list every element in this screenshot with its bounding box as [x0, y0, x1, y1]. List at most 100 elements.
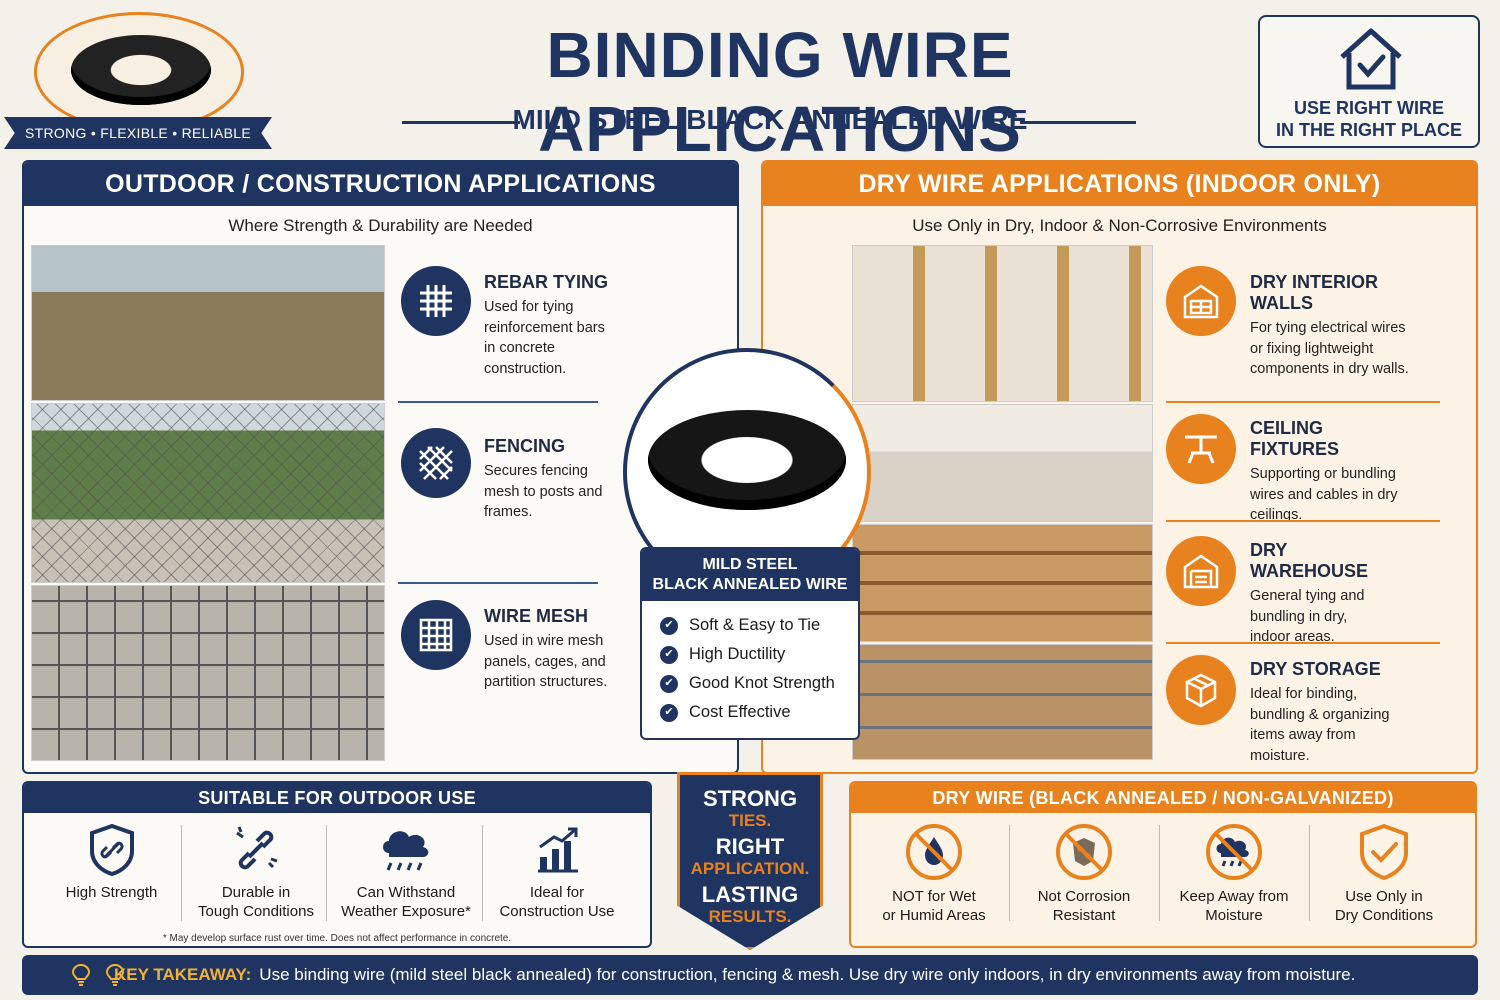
- wire-coil-image: [71, 35, 211, 105]
- feature-line1: High Strength: [65, 884, 158, 901]
- dry-wire-heading: DRY WIRE (BLACK ANNEALED / NON-GALVANIZE…: [851, 783, 1475, 813]
- separator: [1009, 825, 1010, 921]
- dry-wire-panel: DRY WIRE (BLACK ANNEALED / NON-GALVANIZE…: [849, 781, 1477, 948]
- app-title: DRY INTERIOR WALLS: [1250, 272, 1379, 313]
- feature-label: High Ductility: [689, 645, 786, 663]
- divider: [1166, 520, 1440, 522]
- takeaway-text: Use binding wire (mild steel black annea…: [259, 965, 1356, 984]
- app-ceiling-fixtures: CEILING FIXTURES Supporting or bundling …: [1166, 414, 1398, 526]
- feature-construction: Ideal for Construction Use: [487, 823, 627, 921]
- feature-line2: Construction Use: [499, 903, 615, 920]
- app-title: DRY WAREHOUSE: [1250, 540, 1369, 581]
- app-rebar-tying: REBAR TYING Used for tying reinforcement…: [401, 266, 621, 379]
- app-title: FENCING: [484, 436, 565, 456]
- app-desc: Ideal for binding, bundling & organizing…: [1250, 686, 1390, 764]
- outdoor-use-heading: SUITABLE FOR OUTDOOR USE: [24, 783, 650, 813]
- app-desc: Used in wire mesh panels, cages, and par…: [484, 633, 608, 690]
- app-desc: General tying and bundling in dry, indoo…: [1250, 588, 1365, 645]
- feature-label: Good Knot Strength: [689, 674, 835, 692]
- app-desc: Used for tying reinforcement bars in con…: [484, 299, 605, 377]
- coil-badge: [34, 12, 244, 132]
- feature-not-corrosion: Not Corrosion Resistant: [1013, 823, 1155, 925]
- separator: [482, 825, 483, 921]
- dry-subheading: Use Only in Dry, Indoor & Non-Corrosive …: [912, 216, 1327, 235]
- app-dry-storage: DRY STORAGE Ideal for binding, bundling …: [1166, 655, 1389, 766]
- feature-away-moisture: Keep Away from Moisture: [1163, 823, 1305, 925]
- app-desc: Secures fencing mesh to posts and frames…: [484, 463, 603, 520]
- fencing-photo: [31, 403, 385, 583]
- no-water-icon: [906, 824, 962, 880]
- interior-walls-photo: [852, 245, 1153, 402]
- box-icon: [1166, 655, 1236, 725]
- use-box-line1: USE RIGHT WIRE: [1293, 98, 1444, 118]
- rust-footnote: * May develop surface rust over time. Do…: [162, 933, 512, 944]
- key-takeaway-bar: KEY TAKEAWAY: Use binding wire (mild ste…: [22, 955, 1478, 995]
- feature-not-wet: NOT for Wet or Humid Areas: [863, 823, 1005, 925]
- rain-cloud-icon: [383, 831, 429, 871]
- ceiling-icon: [1166, 414, 1236, 484]
- slogan-right: RIGHT: [715, 834, 785, 859]
- page-subtitle: MILD STEEL BLACK ANNEALED WIRE: [512, 104, 1028, 135]
- app-title: REBAR TYING: [484, 272, 609, 292]
- warehouse-icon: [1166, 536, 1236, 606]
- divider: [1166, 642, 1440, 644]
- badge-ribbon: STRONG • FLEXIBLE • RELIABLE: [4, 117, 272, 149]
- slogan-shield: STRONG TIES. RIGHT APPLICATION. LASTING …: [677, 772, 823, 950]
- feature-dry-only: Use Only in Dry Conditions: [1313, 823, 1455, 925]
- page-title: BINDING WIRE APPLICATIONS: [538, 19, 1022, 165]
- chart-up-icon: [538, 827, 578, 873]
- app-dry-interior-walls: DRY INTERIOR WALLS For tying electrical …: [1166, 266, 1409, 380]
- feature-label: Cost Effective: [689, 703, 791, 721]
- outdoor-heading: OUTDOOR / CONSTRUCTION APPLICATIONS: [24, 162, 737, 206]
- check-icon: ✔: [660, 674, 678, 693]
- app-wire-mesh: WIRE MESH Used in wire mesh panels, cage…: [401, 600, 621, 693]
- chain-link-icon: [401, 428, 471, 498]
- feature-durable: Durable in Tough Conditions: [186, 823, 326, 921]
- lightbulb-icon: [72, 964, 90, 986]
- center-wire-coil-image: [648, 410, 846, 510]
- feature-line1: Keep Away from: [1179, 888, 1289, 905]
- separator: [181, 825, 182, 921]
- divider: [398, 582, 598, 584]
- feature-line1: Durable in: [221, 884, 291, 901]
- slogan-results: RESULTS.: [708, 907, 792, 926]
- feature-high-strength: High Strength: [44, 823, 179, 902]
- subtitle-rule-right: [1020, 121, 1136, 124]
- wire-mesh-photo: [31, 585, 385, 761]
- feature-label: Soft & Easy to Tie: [689, 616, 821, 634]
- divider: [1166, 401, 1440, 403]
- shield-check-icon: [1360, 823, 1408, 881]
- grid-icon: [401, 266, 471, 336]
- app-title: DRY STORAGE: [1250, 659, 1381, 679]
- app-title: WIRE MESH: [484, 606, 589, 626]
- feature-line1: Can Withstand: [356, 884, 456, 901]
- outdoor-subheading: Where Strength & Durability are Needed: [228, 216, 533, 235]
- feature-line2: Resistant: [1052, 907, 1116, 924]
- feature-line2: Tough Conditions: [198, 903, 314, 920]
- feature-item: ✔ Cost Effective: [660, 698, 858, 727]
- slogan-lasting: LASTING: [701, 882, 799, 907]
- lightbulb-icon: [106, 964, 124, 986]
- separator: [1309, 825, 1310, 921]
- wall-icon: [1166, 266, 1236, 336]
- slogan-strong: STRONG: [702, 786, 798, 811]
- check-icon: ✔: [660, 703, 678, 722]
- feature-line1: Ideal for: [529, 884, 585, 901]
- outdoor-use-panel: SUITABLE FOR OUTDOOR USE High Strength D…: [22, 781, 652, 948]
- slogan-ties: TIES.: [728, 811, 772, 830]
- use-box-line2: IN THE RIGHT PLACE: [1275, 120, 1462, 140]
- feature-item: ✔High Ductility: [660, 640, 858, 669]
- card-title-line2: BLACK ANNEALED WIRE: [652, 576, 848, 593]
- storage-photo: [852, 644, 1153, 760]
- shield-link-icon: [89, 823, 134, 877]
- feature-item: ✔ Soft & Easy to Tie: [660, 611, 858, 640]
- feature-line2: Dry Conditions: [1334, 907, 1434, 924]
- app-desc: For tying electrical wires or fixing lig…: [1250, 320, 1409, 377]
- ceiling-photo: [852, 404, 1153, 522]
- takeaway-label: KEY TAKEAWAY:: [114, 965, 252, 984]
- feature-line1: Not Corrosion: [1037, 888, 1131, 905]
- warehouse-photo: [852, 524, 1153, 642]
- check-icon: ✔: [660, 616, 678, 635]
